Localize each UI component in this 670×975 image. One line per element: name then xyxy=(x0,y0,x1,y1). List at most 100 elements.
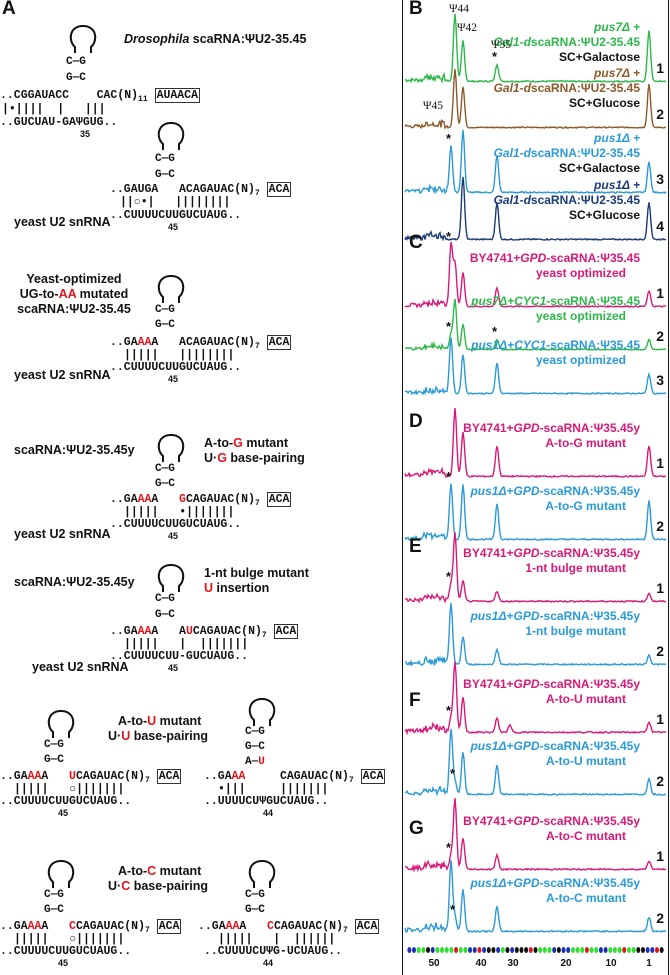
label-line: pus7Δ + xyxy=(494,20,640,35)
text-span: -scaRNA:Ψ35.45y xyxy=(539,421,640,435)
sequence-dot xyxy=(407,947,412,953)
diagram-title: scaRNA:ΨU2-35.45y xyxy=(14,575,135,589)
psi-peak-label: Ψ35 xyxy=(491,39,511,51)
mutated-nt: C xyxy=(69,920,76,933)
seq-part: CAGAUAC(N) xyxy=(279,770,349,783)
promoter-name: GPD xyxy=(513,609,540,623)
sequence-dot xyxy=(491,947,496,953)
seq-part: CAGAUAC(N) xyxy=(273,920,343,933)
seq-part: ..CGGAUACC xyxy=(0,89,70,102)
seq-part: A xyxy=(41,920,49,933)
seq-part: A xyxy=(41,770,49,783)
text-span: U· xyxy=(108,879,122,893)
box-motif: ACA xyxy=(266,335,292,350)
stem-pair: G—C xyxy=(155,478,175,490)
target-sequence: ..CUUUUCUUGUCUAUG.. xyxy=(110,361,242,374)
stem-pair: G—C xyxy=(155,169,175,181)
note-line: A-to-C mutant xyxy=(108,864,208,879)
sequence-dot xyxy=(421,947,426,953)
label-line: A-to-G mutant xyxy=(545,436,626,450)
box-motif: ACA xyxy=(156,919,182,934)
lane-number: 1 xyxy=(656,580,664,596)
panel-letter-d: D xyxy=(409,411,423,432)
seq-part: CAGAUAC(N) xyxy=(185,493,255,506)
traces-svg xyxy=(404,13,667,953)
text-span: U xyxy=(121,729,131,743)
note-line: U·U base-pairing xyxy=(108,729,208,744)
seq-part: A xyxy=(239,920,247,933)
label-line: yeast optimized xyxy=(535,353,626,367)
label-line: pus7Δ + xyxy=(494,66,640,81)
text-span: U xyxy=(204,581,214,595)
position-number: 45 xyxy=(58,808,69,818)
text-span: + xyxy=(507,338,515,352)
label-line: A-to-G mutant xyxy=(545,499,626,513)
label-line: pus1Δ + xyxy=(494,131,640,146)
sequence-dot xyxy=(631,947,636,953)
lane-number: 1 xyxy=(656,455,664,471)
sequence-dot xyxy=(416,947,421,953)
label-line: Gal1-dscaRNA:ΨU2-35.45 xyxy=(494,193,640,208)
promoter-name: Gal1-d xyxy=(493,35,531,49)
x-tick-label: 50 xyxy=(428,958,440,969)
sequence-dot xyxy=(426,947,431,953)
x-tick-label: 40 xyxy=(475,958,487,969)
text-span: -scaRNA:Ψ35.45y xyxy=(539,609,640,623)
label-line: A-to-C mutant xyxy=(546,829,626,843)
x-tick-label: 30 xyxy=(507,958,519,969)
x-tick-label: 10 xyxy=(605,958,617,969)
lane-number: 3 xyxy=(656,372,664,388)
pairing-marks: ||||| ○||||||| xyxy=(14,783,125,796)
hairpin-loop-icon xyxy=(248,859,276,888)
strain-name: pus7Δ + xyxy=(594,20,640,34)
seq-part xyxy=(348,920,355,933)
sequence-dot xyxy=(482,947,487,953)
star-marker: * xyxy=(446,468,452,484)
target-name: yeast U2 snRNA xyxy=(14,215,111,229)
seq-part: ..GA xyxy=(204,770,232,783)
hairpin-loop-icon xyxy=(157,563,185,592)
text-span: -scaRNA:Ψ35.45 xyxy=(546,294,640,308)
subscript: 7 xyxy=(261,631,267,640)
seq-part: A xyxy=(179,625,186,638)
label-line: SC+Galactose xyxy=(558,50,640,64)
hairpin-loop-icon xyxy=(47,709,75,738)
label-line: 1-nt bulge mutant xyxy=(525,561,626,575)
subscript: 7 xyxy=(144,926,150,935)
sequence-dot xyxy=(430,947,435,953)
subscript: 7 xyxy=(254,189,260,198)
subscript: 7 xyxy=(254,499,260,508)
pairing-marks: •||| ||||||| xyxy=(218,783,329,796)
sequence-dot xyxy=(552,947,557,953)
seq-part: CAGAUAC(N) xyxy=(75,770,145,783)
star-marker: * xyxy=(446,319,452,334)
label-line: A-to-U mutant xyxy=(546,692,626,706)
sequence-dot xyxy=(612,947,617,953)
title-line: Yeast-optimized xyxy=(26,272,122,286)
panel-letter-g: G xyxy=(409,818,424,839)
pairing-marks: ||||| | ||||||| xyxy=(124,638,249,651)
target-name: yeast U2 snRNA xyxy=(14,368,111,382)
guide-sequence: ..GAAAA CCAGAUAC(N)7 ACA xyxy=(198,919,380,937)
promoter-name: GPD xyxy=(513,421,540,435)
stem-pair: C—G xyxy=(155,593,175,605)
sequence-dot xyxy=(598,947,603,953)
seq-part: ..GA xyxy=(0,920,28,933)
title-line: scaRNA:ΨU2-35.45 xyxy=(17,302,131,316)
note-line: A-to-G mutant xyxy=(204,436,305,451)
pairing-marks: ||||| ○||||||| xyxy=(14,933,125,946)
text-span: mutant xyxy=(156,864,202,878)
seq-part: CAGAUAC(N) xyxy=(75,920,145,933)
guide-sequence: ..GAAAA GCAGAUAC(N)7 ACA xyxy=(110,492,292,510)
sequence-dot xyxy=(496,947,501,953)
stem-pair: G—C xyxy=(66,72,86,84)
label-line: pus1Δ + xyxy=(494,178,640,193)
mutated-nt: G xyxy=(179,493,186,506)
target-sequence: ..GUCUAU-GAΨGUG.. xyxy=(0,116,118,129)
note-line: A-to-U mutant xyxy=(108,714,208,729)
text-span: A-to- xyxy=(118,714,148,728)
panel-a-letter: A xyxy=(2,0,16,19)
lane-number: 2 xyxy=(656,518,664,534)
